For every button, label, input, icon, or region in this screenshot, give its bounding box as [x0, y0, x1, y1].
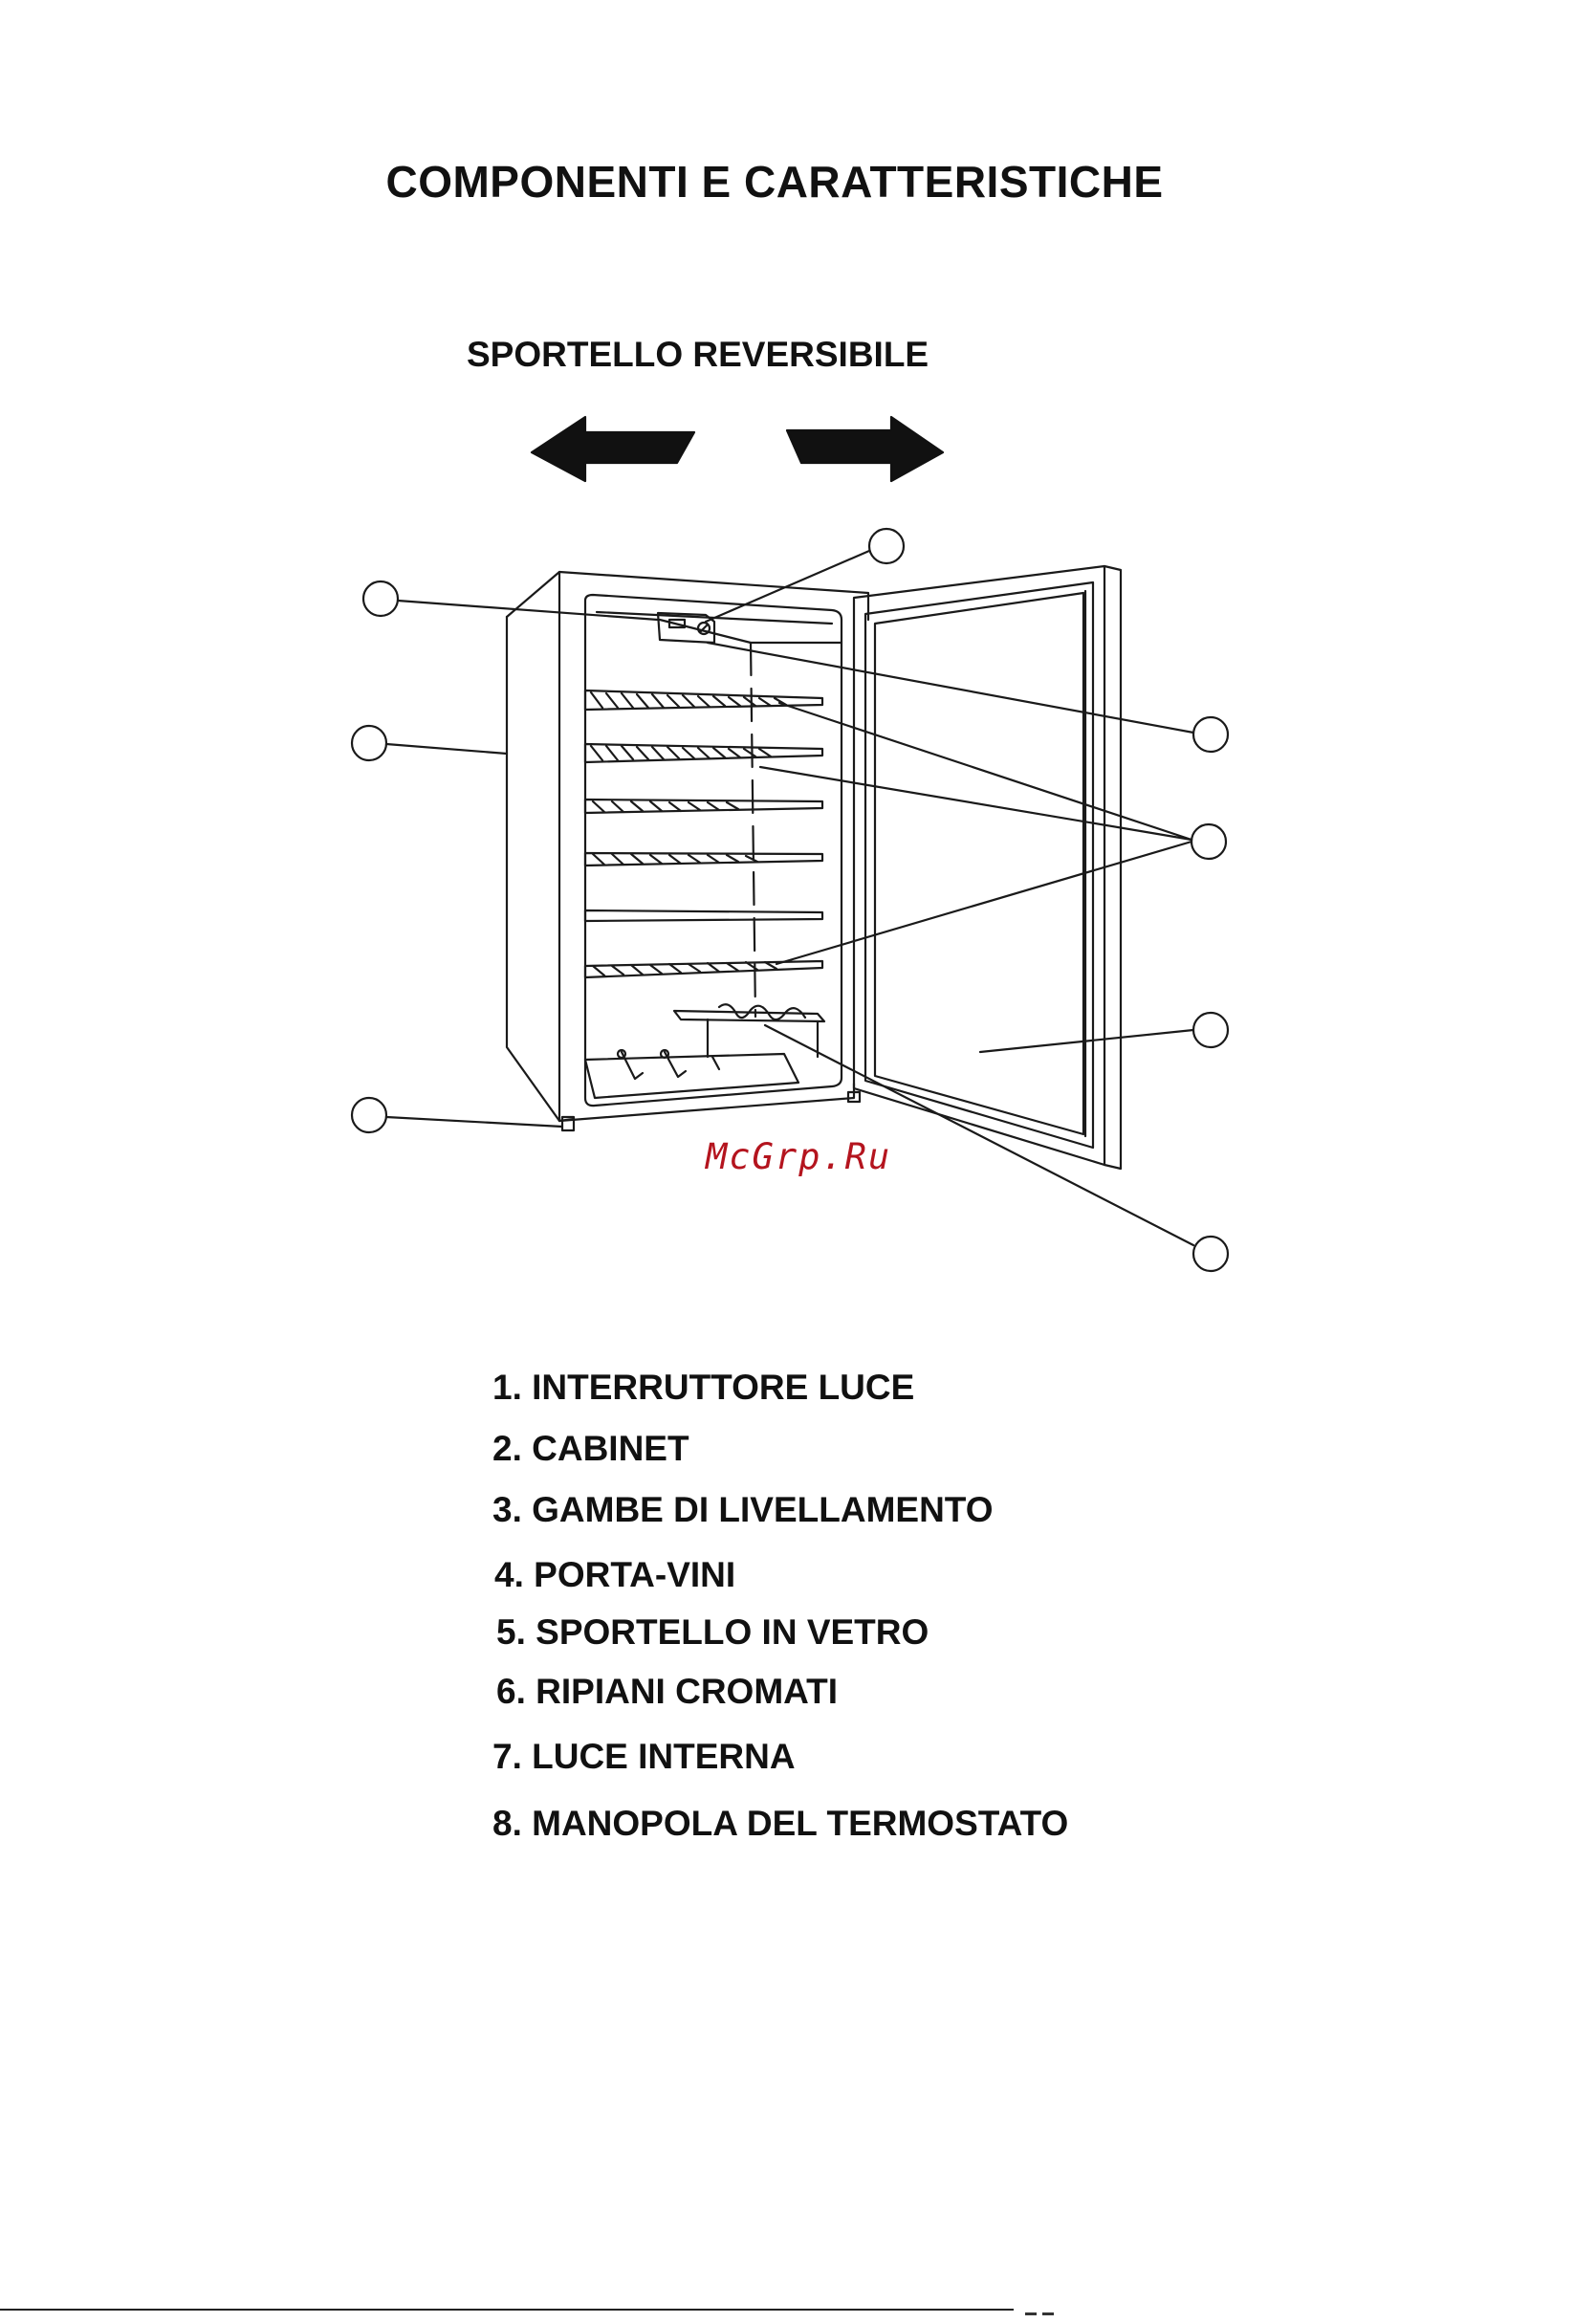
glass-door: [854, 566, 1121, 1169]
callout-top-center: [869, 529, 904, 563]
callout-bottom-right: [1193, 1237, 1228, 1271]
callout-right-upper: [1193, 717, 1228, 752]
callout-left-middle: [352, 726, 386, 760]
legend-item-6: 6. RIPIANI CROMATI: [496, 1672, 838, 1712]
legend-item-5: 5. SPORTELLO IN VETRO: [496, 1612, 929, 1653]
cabinet: [507, 572, 868, 1121]
callout-top-left: [363, 581, 398, 616]
footer-mark: [1025, 2303, 1063, 2309]
wine-rack: [585, 1004, 824, 1098]
legend-item-8: 8. MANOPOLA DEL TERMOSTATO: [492, 1804, 1068, 1844]
callout-bottom-left: [352, 1098, 386, 1132]
legend-item-3: 3. GAMBE DI LIVELLAMENTO: [492, 1490, 994, 1530]
chrome-shelves: [585, 690, 822, 977]
watermark: McGrp.Ru: [706, 1136, 891, 1177]
legend-item-4: 4. PORTA-VINI: [494, 1555, 735, 1595]
legend-item-2: 2. CABINET: [492, 1429, 689, 1469]
arrow-left-icon: [532, 417, 694, 481]
legend-item-1: 1. INTERRUTTORE LUCE: [492, 1368, 914, 1408]
legend-item-7: 7. LUCE INTERNA: [492, 1737, 796, 1777]
callout-right-lower: [1193, 1013, 1228, 1047]
callout-right-middle: [1192, 824, 1226, 859]
arrow-right-icon: [787, 417, 943, 481]
footer-rule: [0, 2309, 1014, 2311]
